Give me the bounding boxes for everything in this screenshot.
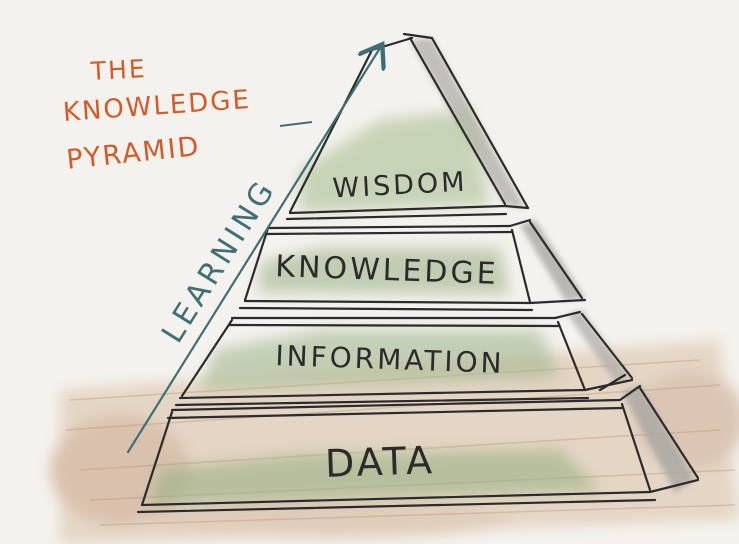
layer-outline-wisdom [285,32,530,221]
learning-arrow [126,48,380,454]
layer-outline-knowledge [238,218,587,312]
layer-outline-data [136,373,700,514]
title-line-the: THE [90,54,148,86]
layer-label-data: DATA [324,438,436,486]
title-underline-stroke [279,121,313,127]
layer-outline-information [174,310,634,407]
pyramid-green-wash [150,110,600,505]
